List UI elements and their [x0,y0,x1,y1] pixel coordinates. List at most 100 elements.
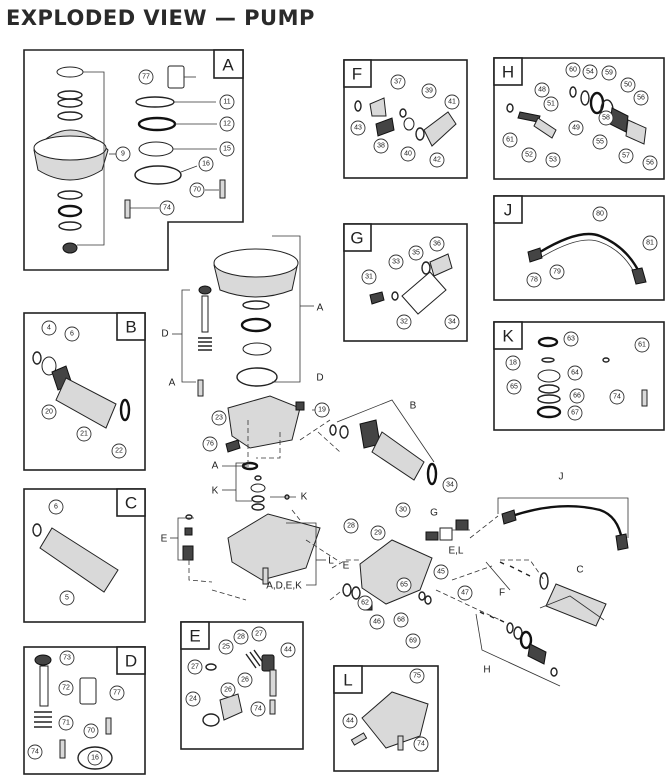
callout: 27 [255,631,263,638]
callout: 61 [638,342,646,349]
panel-e-tab: E [189,627,200,646]
panel-c-callouts: 6 5 [48,499,75,606]
callout: 78 [530,277,538,284]
callout: 73 [63,655,71,662]
callout: 76 [206,441,214,448]
callout: 26 [224,687,232,694]
panel-a: A 77 11 12 15 16 9 [23,49,244,271]
panel-l-callouts: 75 44 74 [342,668,429,752]
callout: 37 [394,79,402,86]
callout: 52 [525,152,533,159]
callout: 12 [223,121,231,128]
callout: 36 [433,241,441,248]
callout: 72 [62,685,70,692]
panel-f-callouts: 37 39 41 43 38 40 42 [350,74,460,168]
callout: 44 [284,647,292,654]
callout: 29 [374,530,382,537]
callout: 81 [646,240,654,247]
callout: 34 [448,319,456,326]
panel-g-tab: G [350,229,363,248]
callout: 74 [417,741,425,748]
assembly-label: C [576,565,583,576]
callout: 77 [113,690,121,697]
callout: 25 [222,644,230,651]
callout: 48 [538,87,546,94]
panel-b-tab: B [125,318,136,337]
callout: 4 [47,325,51,332]
callout: 27 [191,664,199,671]
callout: 50 [624,82,632,89]
panel-b-callouts: 4 6 20 21 22 [41,320,127,459]
callout: 49 [572,125,580,132]
assembly-label: G [430,508,438,519]
main-assembly [170,235,629,687]
callout: 16 [91,755,99,762]
panel-h: H 60 54 59 48 50 51 58 56 49 55 61 52 57… [493,57,665,180]
callout: 28 [237,634,245,641]
panel-f-tab: F [352,65,362,84]
callout: 21 [80,431,88,438]
callout: 68 [397,617,405,624]
callout: 74 [31,749,39,756]
panel-k-callouts: 63 61 18 64 65 66 67 74 [505,331,650,421]
callout: 45 [437,569,445,576]
callout: 34 [446,482,454,489]
callout: 74 [163,205,171,212]
callout: 6 [54,504,58,511]
panel-g: G 36 35 33 31 32 34 [343,223,468,342]
callout: 46 [373,619,381,626]
panel-a-tab: A [222,56,234,75]
callout: 74 [613,394,621,401]
callout: 66 [573,393,581,400]
panel-k-tab: K [502,327,514,346]
callout: 79 [553,269,561,276]
callout: 39 [425,88,433,95]
callout: 16 [202,161,210,168]
callout: 30 [399,507,407,514]
callout: 20 [45,409,53,416]
callout: 35 [412,250,420,257]
callout: 64 [571,370,579,377]
assembly-label: A [169,378,176,389]
panel-d: D 73 72 77 71 70 74 16 [23,646,146,775]
main-callouts: 23 19 76 29 30 34 28 45 46 47 68 69 62 6… [202,402,473,649]
callout: 26 [241,677,249,684]
panel-l-tab: L [343,671,352,690]
assembly-label: A,D,E,K [266,581,302,592]
callout: 5 [65,595,69,602]
callout: 11 [223,99,230,106]
callout: 19 [318,407,326,414]
callout: 65 [510,384,518,391]
assembly-label: B [410,401,417,412]
assembly-label: D [316,373,323,384]
assembly-label: E,L [448,546,463,557]
callout: 55 [596,139,604,146]
callout: 77 [142,74,150,81]
panel-j-callouts: 80 81 79 78 [526,206,658,288]
callout: 61 [506,137,514,144]
panel-h-tab: H [502,63,514,82]
callout: 54 [586,69,594,76]
callout: 58 [602,115,610,122]
callout: 24 [189,696,197,703]
panel-f: F 37 39 41 43 38 40 42 [343,59,468,179]
callout: 74 [254,706,262,713]
callout: 62 [361,600,369,607]
callout: 59 [605,70,613,77]
assembly-label: L [328,556,334,567]
callout: 71 [62,720,70,727]
main-letter-labels: A D A D B A K K E L A,D,E,K G E,L E F C … [161,303,584,676]
assembly-label: K [212,486,219,497]
callout: 22 [115,448,123,455]
callout: 18 [509,360,517,367]
callout: 9 [121,151,125,158]
callout: 15 [223,146,231,153]
callout: 70 [193,187,201,194]
callout: 80 [596,211,604,218]
callout: 53 [549,157,557,164]
callout: 43 [354,125,362,132]
callout: 41 [448,99,456,106]
panel-c: C 6 5 [23,488,146,623]
callout: 60 [569,67,577,74]
